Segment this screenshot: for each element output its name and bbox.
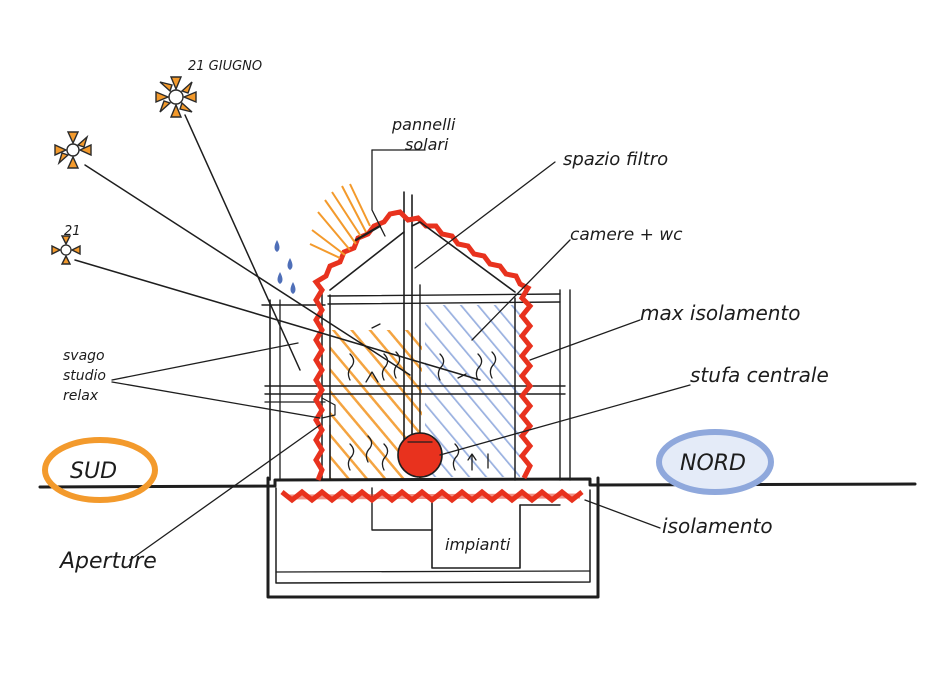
label-spaces-1: svago [63, 348, 105, 364]
house-structure [261, 191, 571, 481]
label-north: NORD [680, 451, 746, 476]
label-solar-panels-2: solari [405, 135, 449, 154]
insulation-floor [280, 488, 584, 504]
label-dec-21: 21 [64, 224, 81, 239]
label-insulation: isolamento [662, 514, 773, 538]
label-south: SUD [70, 459, 117, 484]
label-max-insulation: max isolamento [640, 301, 801, 325]
label-solar-panels-1: pannelli [391, 115, 456, 134]
label-spaces-2: studio [63, 368, 106, 384]
south-marker [42, 437, 158, 503]
convection-arrows [347, 323, 497, 471]
solar-panels-rays [309, 183, 382, 259]
label-central-stove: stufa centrale [690, 363, 829, 387]
label-openings: Aperture [58, 549, 157, 574]
sun-icon-winter [51, 235, 81, 265]
sun-icon-summer [155, 76, 197, 118]
sun-icon-equinox [54, 131, 92, 169]
label-rooms-wc: camere + wc [570, 225, 683, 245]
leader-lines [111, 149, 691, 561]
label-plant: impianti [445, 535, 511, 554]
roof [329, 221, 516, 293]
north-marker [656, 429, 774, 495]
insulation-envelope [312, 209, 534, 481]
sun-ray-lines [74, 114, 481, 381]
basement [266, 476, 600, 599]
central-stove [397, 432, 443, 478]
ground-line [38, 477, 917, 489]
label-june-21: 21 GIUGNO [188, 59, 262, 74]
label-buffer-space: spazio filtro [563, 149, 668, 170]
raindrop-icon [274, 240, 296, 294]
label-spaces-3: relax [63, 388, 99, 404]
